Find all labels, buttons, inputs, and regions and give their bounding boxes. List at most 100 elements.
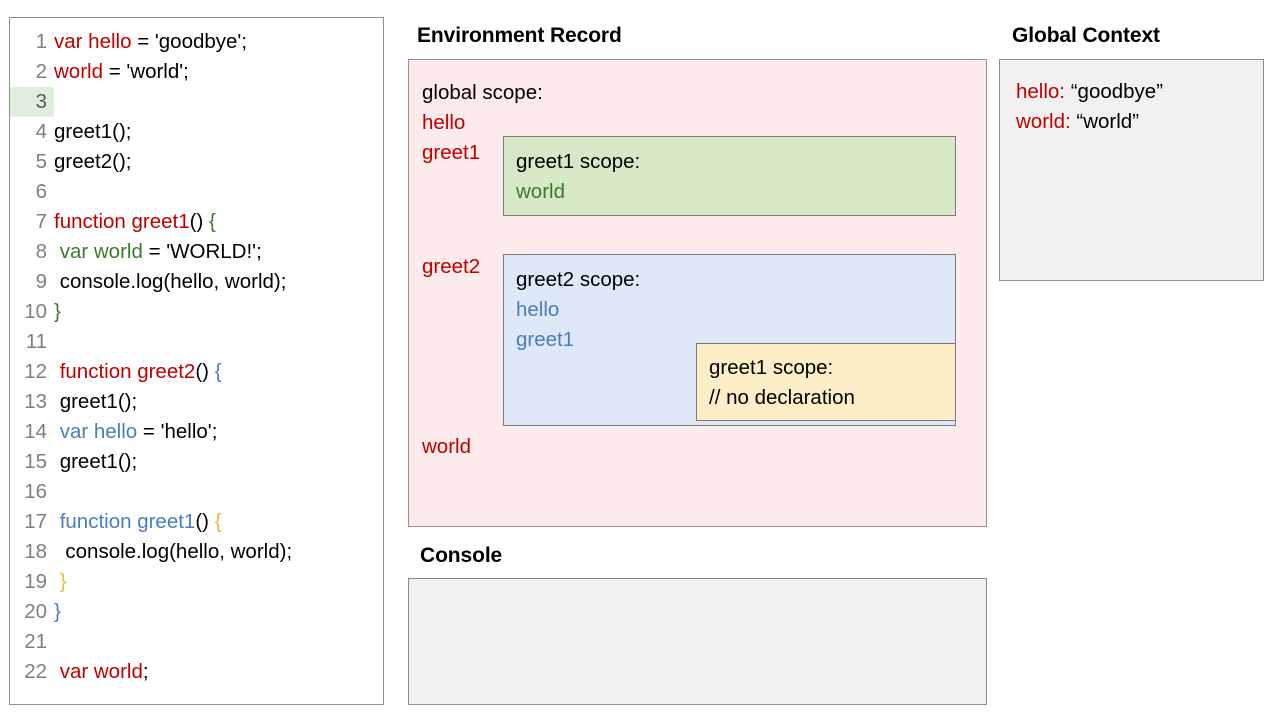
code-token: {	[214, 360, 222, 383]
code-token: console.log(hello, world);	[54, 270, 287, 293]
code-token: greet1();	[54, 450, 138, 473]
line-number: 15	[24, 450, 47, 473]
line-number: 11	[25, 330, 47, 353]
global-context-entry: hello: “goodbye”	[1016, 77, 1263, 107]
code-token: console.log(hello, world);	[54, 540, 293, 563]
code-line[interactable]: 13 greet1();	[10, 387, 383, 417]
global-scope-label: global scope:	[422, 81, 543, 104]
code-line-text: console.log(hello, world);	[54, 537, 292, 567]
code-token: var hello	[54, 30, 132, 53]
global-context-value: “goodbye”	[1065, 80, 1164, 103]
line-number: 13	[24, 390, 47, 413]
line-number: 12	[24, 360, 47, 383]
line-number: 1	[35, 30, 47, 53]
code-line-text: greet1();	[54, 447, 137, 477]
console-panel[interactable]	[408, 578, 987, 705]
greet2-scope-box: greet2 scope: hello greet1 greet1 scope:…	[503, 254, 956, 426]
code-line-text: greet2();	[54, 147, 131, 177]
nested-greet1-scope-box: greet1 scope: // no declaration	[696, 343, 956, 421]
code-token: function greet1	[59, 510, 196, 533]
code-line-text: function greet1() {	[54, 507, 222, 537]
code-line[interactable]: 11	[10, 327, 383, 357]
line-number: 20	[24, 600, 47, 623]
greet1-scope-title: greet1 scope:	[516, 150, 641, 173]
global-context-value: “world”	[1070, 110, 1140, 133]
global-context-entry-list: hello: “goodbye”world: “world”	[1016, 77, 1263, 137]
binding-greet2: greet2	[422, 255, 481, 278]
line-number: 7	[35, 210, 47, 233]
code-line-text: var hello = 'goodbye';	[54, 27, 247, 57]
code-line[interactable]: 1 var hello = 'goodbye';	[10, 27, 383, 57]
code-token: = 'hello';	[137, 420, 218, 443]
code-line[interactable]: 7 function greet1() {	[10, 207, 383, 237]
line-number: 16	[24, 480, 47, 503]
code-line[interactable]: 17 function greet1() {	[10, 507, 383, 537]
code-line[interactable]: 9 console.log(hello, world);	[10, 267, 383, 297]
global-context-key: hello:	[1016, 80, 1066, 103]
global-context-title: Global Context	[1012, 24, 1160, 47]
code-token: }	[54, 600, 61, 623]
code-token: {	[214, 510, 222, 533]
greet2-scope-var-greet1: greet1	[516, 328, 575, 351]
code-token: greet2();	[54, 150, 132, 173]
code-token: = 'world';	[103, 60, 189, 83]
code-line-text: greet1();	[54, 387, 137, 417]
code-line-text: }	[54, 297, 61, 327]
code-line-text: var world;	[54, 657, 149, 687]
code-line[interactable]: 3	[10, 87, 383, 117]
console-title: Console	[420, 544, 503, 567]
code-token: var world	[59, 240, 143, 263]
global-context-key: world:	[1016, 110, 1071, 133]
code-token: }	[54, 300, 61, 323]
line-number: 18	[24, 540, 47, 563]
environment-record-panel: global scope: hello greet1 greet2 world …	[408, 59, 987, 527]
line-number: 21	[24, 630, 47, 653]
code-line[interactable]: 14 var hello = 'hello';	[10, 417, 383, 447]
code-line[interactable]: 20}	[10, 597, 383, 627]
code-line[interactable]: 18 console.log(hello, world);	[10, 537, 383, 567]
code-line[interactable]: 4 greet1();	[10, 117, 383, 147]
code-line-text: }	[54, 567, 67, 597]
code-token: = 'WORLD!';	[142, 240, 262, 263]
line-number: 17	[24, 510, 47, 533]
code-token: ()	[195, 360, 215, 383]
code-line-text: function greet1() {	[54, 207, 216, 237]
line-number: 3	[10, 87, 54, 117]
code-line[interactable]: 19 }	[10, 567, 383, 597]
nested-greet1-scope-comment: // no declaration	[709, 386, 855, 409]
line-number: 4	[35, 120, 47, 143]
greet2-scope-var-hello: hello	[516, 298, 560, 321]
code-line[interactable]: 2 world = 'world';	[10, 57, 383, 87]
line-number: 19	[24, 570, 47, 593]
code-line[interactable]: 15 greet1();	[10, 447, 383, 477]
code-line-text: var world = 'WORLD!';	[54, 237, 262, 267]
global-context-entry: world: “world”	[1016, 107, 1263, 137]
nested-greet1-scope-title: greet1 scope:	[709, 356, 834, 379]
code-token: ()	[195, 510, 215, 533]
greet1-scope-var-world: world	[516, 180, 565, 203]
console-output	[409, 579, 986, 589]
code-line-text: greet1();	[54, 117, 131, 147]
line-number: 6	[35, 180, 47, 203]
greet1-scope-box: greet1 scope: world	[503, 136, 956, 216]
code-token: function greet2	[59, 360, 196, 383]
code-line[interactable]: 16	[10, 477, 383, 507]
line-number: 22	[24, 660, 47, 683]
binding-hello: hello	[422, 111, 466, 134]
code-line[interactable]: 21	[10, 627, 383, 657]
line-number: 14	[24, 420, 47, 443]
code-token: {	[208, 210, 216, 233]
code-line[interactable]: 10}	[10, 297, 383, 327]
code-editor-panel[interactable]: 1 var hello = 'goodbye'; 2 world = 'world';…	[9, 17, 384, 705]
code-line[interactable]: 8 var world = 'WORLD!';	[10, 237, 383, 267]
code-line-text: world = 'world';	[54, 57, 189, 87]
code-line-text: }	[54, 597, 61, 627]
code-token: greet1();	[54, 120, 132, 143]
code-line[interactable]: 6	[10, 177, 383, 207]
line-number: 9	[35, 270, 47, 293]
line-number: 2	[35, 60, 47, 83]
code-line[interactable]: 12 function greet2() {	[10, 357, 383, 387]
code-line[interactable]: 22 var world;	[10, 657, 383, 687]
code-token: function greet1	[54, 210, 190, 233]
